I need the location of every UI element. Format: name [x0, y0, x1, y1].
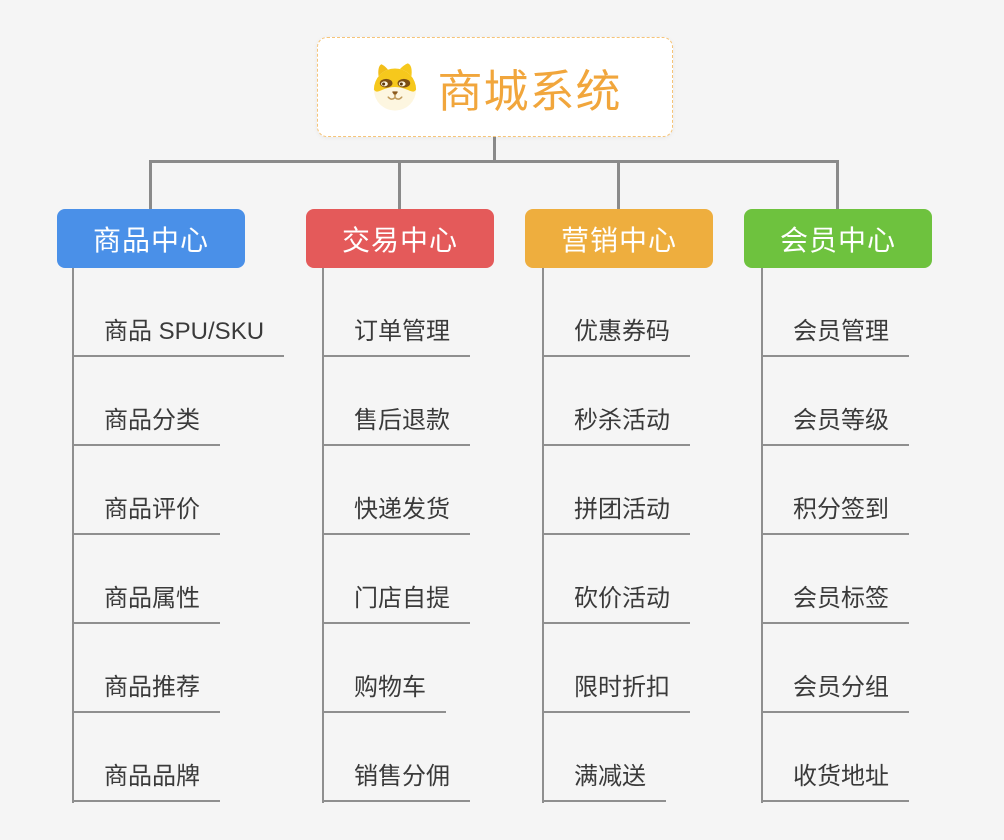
connector-drop-2	[398, 160, 401, 210]
branch-3-leaf-6[interactable]: 满减送	[542, 762, 666, 802]
branch-1-spine	[72, 268, 74, 803]
branch-2-leaf-1[interactable]: 订单管理	[322, 317, 470, 357]
branch-3-leaf-2[interactable]: 秒杀活动	[542, 406, 690, 446]
branch-4-leaf-6[interactable]: 收货地址	[761, 762, 909, 802]
branch-2-spine	[322, 268, 324, 803]
branch-4-leaf-2[interactable]: 会员等级	[761, 406, 909, 446]
doge-face-icon	[374, 63, 417, 111]
branch-4-leaf-1[interactable]: 会员管理	[761, 317, 909, 357]
branch-2-header[interactable]: 交易中心	[306, 209, 494, 268]
branch-1-leaf-6[interactable]: 商品品牌	[72, 762, 220, 802]
root-node[interactable]: 商城系统	[317, 37, 673, 137]
branch-3-header[interactable]: 营销中心	[525, 209, 713, 268]
branch-2-leaf-5[interactable]: 购物车	[322, 673, 446, 713]
branch-4-leaf-3[interactable]: 积分签到	[761, 495, 909, 535]
connector-drop-4	[836, 160, 839, 210]
branch-3-leaf-5[interactable]: 限时折扣	[542, 673, 690, 713]
branch-3-leaf-4[interactable]: 砍价活动	[542, 584, 690, 624]
connector-drop-3	[617, 160, 620, 210]
branch-3-leaf-1[interactable]: 优惠券码	[542, 317, 690, 357]
branch-4-leaf-4[interactable]: 会员标签	[761, 584, 909, 624]
branch-1-leaf-1[interactable]: 商品 SPU/SKU	[72, 317, 285, 357]
connector-drop-1	[149, 160, 152, 210]
branch-1-leaf-5[interactable]: 商品推荐	[72, 673, 220, 713]
connector-rail	[150, 160, 839, 163]
branch-3-spine	[542, 268, 544, 803]
branch-3-leaf-3[interactable]: 拼团活动	[542, 495, 690, 535]
branch-1-leaf-4[interactable]: 商品属性	[72, 584, 220, 624]
branch-2-leaf-2[interactable]: 售后退款	[322, 406, 470, 446]
root-title: 商城系统	[437, 65, 622, 117]
branch-1-leaf-2[interactable]: 商品分类	[72, 406, 220, 446]
branch-1-leaf-3[interactable]: 商品评价	[72, 495, 220, 535]
branch-2-leaf-6[interactable]: 销售分佣	[322, 762, 470, 802]
branch-2-leaf-3[interactable]: 快递发货	[322, 495, 470, 535]
branch-4-header[interactable]: 会员中心	[744, 209, 932, 268]
branch-2-leaf-4[interactable]: 门店自提	[322, 584, 470, 624]
branch-4-leaf-5[interactable]: 会员分组	[761, 673, 909, 713]
branch-4-spine	[761, 268, 763, 803]
branch-1-header[interactable]: 商品中心	[57, 209, 245, 268]
connector-root-drop	[493, 137, 496, 163]
